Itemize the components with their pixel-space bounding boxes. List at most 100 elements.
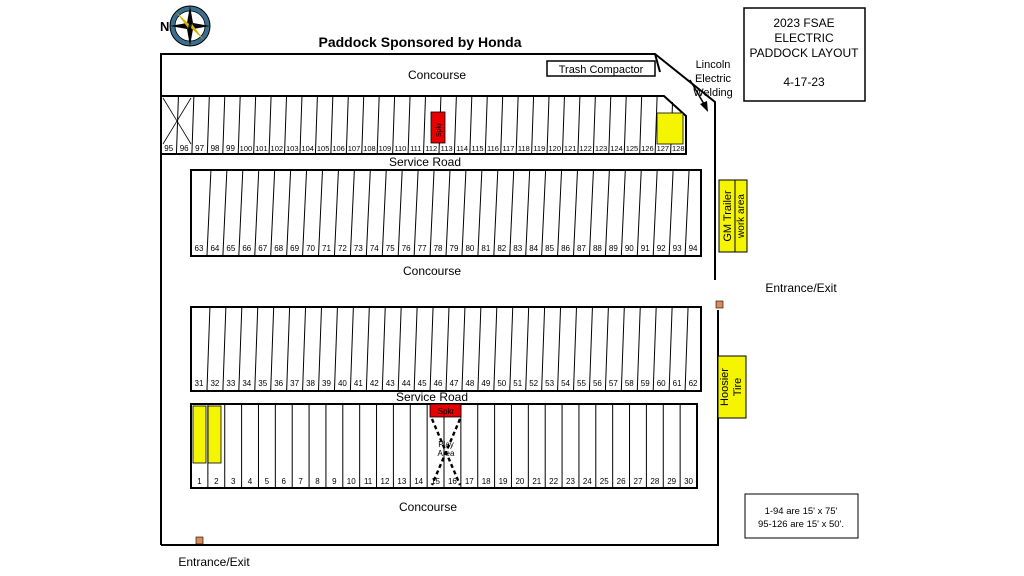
stall-number-29: 29 bbox=[667, 477, 676, 486]
stall-number-106: 106 bbox=[332, 144, 345, 153]
stall-divider bbox=[299, 95, 303, 155]
stall-number-120: 120 bbox=[548, 144, 561, 153]
stall-number-37: 37 bbox=[290, 379, 299, 388]
stall-number-6: 6 bbox=[282, 477, 287, 486]
stall-divider bbox=[423, 95, 426, 155]
stall-divider bbox=[493, 306, 498, 392]
stall-number-43: 43 bbox=[386, 379, 395, 388]
row-2-dividers bbox=[206, 169, 690, 257]
stall-number-39: 39 bbox=[322, 379, 331, 388]
stall-number-18: 18 bbox=[482, 477, 491, 486]
tire-label: Tire bbox=[732, 378, 744, 397]
stall-number-70: 70 bbox=[306, 244, 315, 253]
stall-number-63: 63 bbox=[195, 244, 204, 253]
stall-divider bbox=[525, 306, 530, 392]
stall-divider bbox=[286, 169, 292, 257]
gm-work-area-box bbox=[734, 179, 748, 253]
stall-divider bbox=[652, 169, 658, 257]
stall-number-17: 17 bbox=[465, 477, 474, 486]
stall-number-115: 115 bbox=[472, 144, 484, 153]
stall-number-118: 118 bbox=[518, 144, 530, 153]
stall-number-2: 2 bbox=[214, 477, 219, 486]
stall-divider bbox=[254, 169, 260, 257]
stall-number-35: 35 bbox=[258, 379, 267, 388]
stall-number-127: 127 bbox=[657, 144, 670, 153]
stall-number-86: 86 bbox=[561, 244, 570, 253]
stall-number-52: 52 bbox=[529, 379, 538, 388]
stall-number-107: 107 bbox=[348, 144, 361, 153]
stall-number-24: 24 bbox=[583, 477, 592, 486]
stall-divider bbox=[484, 95, 488, 155]
stall-number-73: 73 bbox=[354, 244, 363, 253]
stall-divider bbox=[333, 306, 338, 392]
stall-divider bbox=[175, 95, 179, 155]
stall-number-122: 122 bbox=[579, 144, 592, 153]
gm-trailer-label: GM Trailer bbox=[722, 190, 734, 242]
entrance-marker-bottom bbox=[195, 536, 204, 545]
stall-divider bbox=[330, 95, 334, 155]
stall-divider bbox=[592, 95, 596, 155]
stall-divider bbox=[345, 95, 349, 155]
stall-number-121: 121 bbox=[564, 144, 577, 153]
stall-number-102: 102 bbox=[271, 144, 284, 153]
stall-2-highlight bbox=[207, 405, 222, 464]
stall-divider bbox=[222, 306, 227, 392]
stall-divider bbox=[636, 169, 642, 257]
stall-divider bbox=[270, 306, 275, 392]
stall-divider bbox=[286, 306, 291, 392]
stall-number-110: 110 bbox=[394, 144, 406, 153]
stall-divider bbox=[561, 95, 565, 155]
stall-divider bbox=[500, 95, 504, 155]
entrance-marker-right bbox=[715, 300, 724, 309]
stall-number-8: 8 bbox=[315, 477, 320, 486]
title-box-line3: PADDOCK LAYOUT bbox=[750, 46, 860, 60]
play-area-cross bbox=[430, 418, 462, 486]
stall-number-117: 117 bbox=[502, 144, 514, 153]
trash-compactor-box bbox=[546, 60, 656, 77]
stall-number-27: 27 bbox=[634, 477, 643, 486]
stall-number-51: 51 bbox=[513, 379, 522, 388]
stall-divider bbox=[525, 169, 531, 257]
hoosier-tire-box bbox=[717, 355, 747, 419]
title-box-line1: 2023 FSAE bbox=[773, 16, 834, 30]
stall-number-99: 99 bbox=[226, 144, 235, 153]
stall-number-97: 97 bbox=[195, 144, 204, 153]
stall-number-32: 32 bbox=[210, 379, 219, 388]
stall-divider bbox=[477, 306, 482, 392]
stall-number-59: 59 bbox=[641, 379, 650, 388]
lincoln-label-2: Electric bbox=[695, 73, 732, 85]
stall-divider bbox=[381, 169, 387, 257]
stall-number-48: 48 bbox=[465, 379, 474, 388]
stall-divider bbox=[461, 306, 466, 392]
stall-divider bbox=[668, 169, 674, 257]
stall-number-54: 54 bbox=[561, 379, 570, 388]
stall-divider bbox=[515, 95, 519, 155]
stall-divider bbox=[639, 95, 643, 155]
hoosier-label: Hoosier bbox=[719, 368, 731, 406]
entrance-right-label: Entrance/Exit bbox=[765, 281, 837, 295]
gm-work-area-label: work area bbox=[736, 194, 747, 239]
stall-divider bbox=[397, 169, 403, 257]
paddock-title: Paddock Sponsored by Honda bbox=[318, 34, 521, 50]
stall-1-highlight bbox=[192, 405, 207, 464]
stall-number-78: 78 bbox=[434, 244, 443, 253]
stall-number-71: 71 bbox=[322, 244, 331, 253]
stall-divider bbox=[608, 95, 612, 155]
stall-divider bbox=[349, 169, 355, 257]
stall-divider bbox=[684, 169, 690, 257]
stall-divider bbox=[429, 306, 434, 392]
stall-number-60: 60 bbox=[657, 379, 666, 388]
title-box-line2: ELECTRIC bbox=[774, 31, 834, 45]
stall-126-highlight bbox=[656, 112, 684, 145]
stall-divider bbox=[557, 306, 562, 392]
stall-divider bbox=[445, 169, 451, 257]
stall-number-101: 101 bbox=[255, 144, 268, 153]
stall-divider bbox=[588, 306, 593, 392]
stall-divider bbox=[573, 306, 577, 392]
stall-number-57: 57 bbox=[609, 379, 618, 388]
stall-number-16: 16 bbox=[448, 477, 457, 486]
stall-divider bbox=[636, 306, 641, 392]
